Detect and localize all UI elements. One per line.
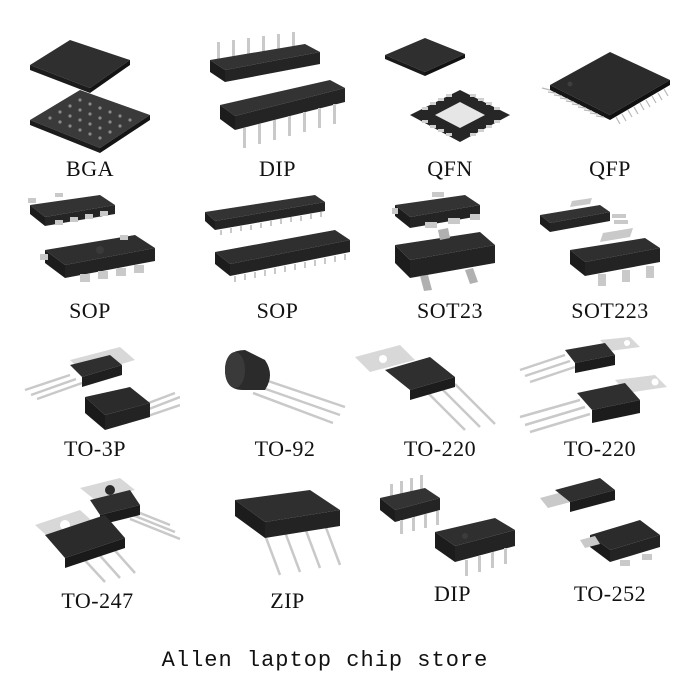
package-label: TO-220 — [563, 436, 637, 461]
sop-wide-chip-icon — [205, 195, 350, 282]
package-cell-sot23: SOT23 — [370, 190, 530, 330]
qfp-chip-icon — [541, 52, 670, 125]
to-92-chip-icon — [225, 350, 346, 425]
package-label: DIP — [434, 581, 471, 606]
package-cell-to-92: TO-92 — [205, 335, 365, 470]
package-cell-sop-wide: SOP — [195, 190, 360, 330]
package-label: BGA — [66, 156, 114, 181]
package-cell-to-220-a: TO-220 — [355, 335, 525, 470]
to-220-pair-chip-icon — [519, 337, 667, 434]
package-label: TO-3P — [64, 436, 126, 461]
package-cell-to-3p: TO-3P — [10, 335, 180, 470]
sop-chip-icon — [28, 193, 155, 282]
package-label: TO-252 — [573, 581, 647, 606]
package-label: SOP — [256, 298, 299, 323]
package-cell-qfn: QFN — [370, 30, 530, 190]
package-cell-zip: ZIP — [210, 470, 365, 620]
qfn-chip-icon — [385, 38, 510, 142]
to-252-chip-icon — [540, 478, 660, 566]
package-label: TO-220 — [403, 436, 477, 461]
to-3p-chip-icon — [24, 347, 180, 430]
package-label: QFN — [427, 156, 473, 181]
package-cell-to-252: TO-252 — [530, 470, 690, 620]
package-label: TO-247 — [61, 588, 134, 613]
package-label: SOP — [69, 298, 111, 323]
package-cell-to-247: TO-247 — [10, 470, 185, 620]
sot223-chip-icon — [540, 198, 660, 286]
dip-chip-icon — [210, 32, 345, 148]
bga-chip-icon — [30, 40, 150, 153]
package-cell-bga: BGA — [10, 30, 170, 190]
package-label: TO-92 — [254, 436, 316, 461]
zip-chip-icon — [235, 490, 342, 576]
sot23-chip-icon — [392, 192, 495, 291]
package-cell-qfp: QFP — [530, 30, 690, 190]
package-cell-dip: DIP — [195, 30, 360, 190]
package-cell-dip-8: DIP — [370, 470, 535, 620]
to-247-chip-icon — [35, 478, 181, 583]
package-cell-sop: SOP — [10, 190, 170, 330]
package-cell-sot223: SOT223 — [530, 190, 690, 330]
dip-8-chip-icon — [380, 475, 515, 576]
to-220-chip-icon — [355, 345, 496, 431]
package-label: QFP — [589, 156, 631, 181]
package-label: ZIP — [270, 588, 305, 613]
store-name: Allen laptop chip store — [161, 648, 489, 673]
package-label: SOT223 — [571, 298, 649, 323]
package-label: DIP — [259, 156, 296, 181]
package-cell-to-220-b: TO-220 — [515, 335, 685, 470]
package-label: SOT23 — [416, 298, 484, 323]
